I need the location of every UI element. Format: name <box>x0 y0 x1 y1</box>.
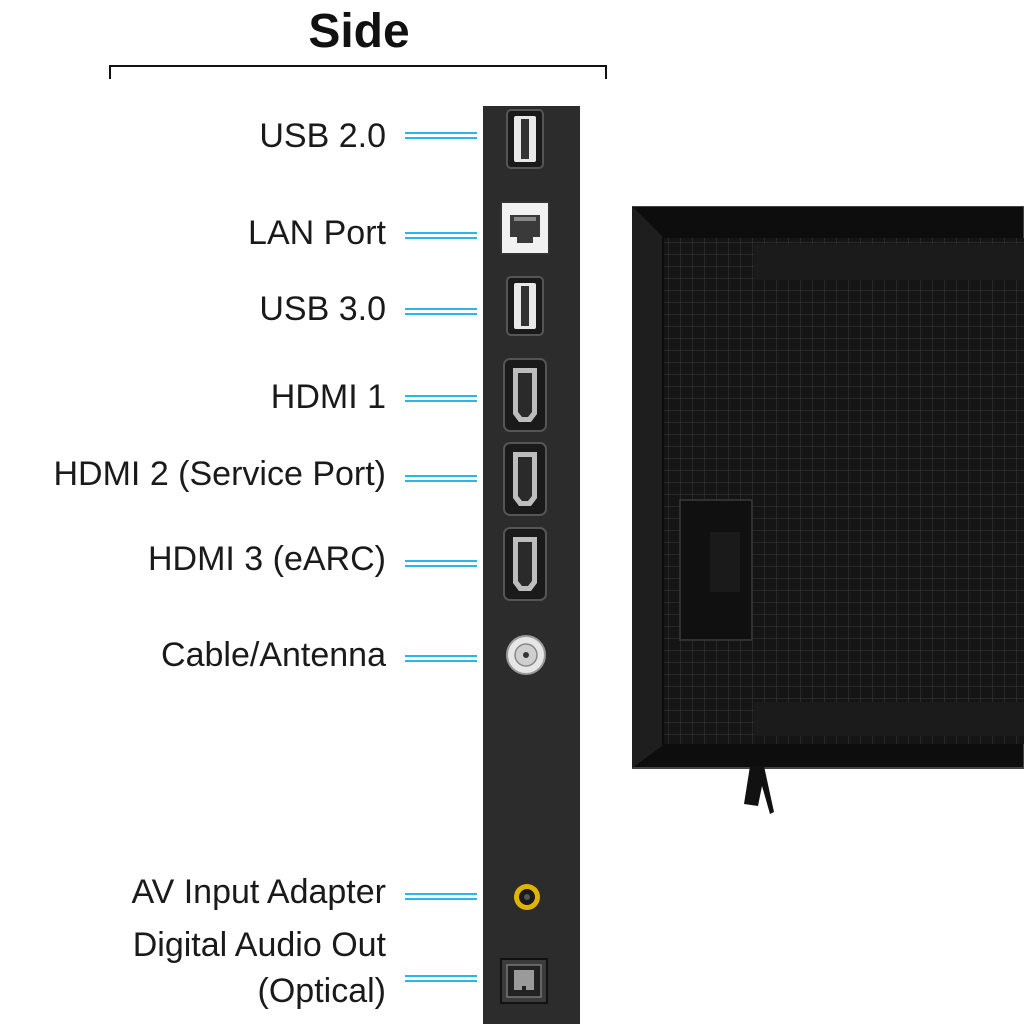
leader-line-optical <box>405 975 477 982</box>
usb-2-port-icon <box>506 109 544 169</box>
leader-line-hdmi1 <box>405 395 477 402</box>
av-jack-icon <box>514 884 540 910</box>
label-lan: LAN Port <box>248 214 386 252</box>
label-hdmi3: HDMI 3 (eARC) <box>147 540 386 578</box>
coaxial-port-icon <box>506 635 546 675</box>
hdmi-1-port-icon <box>503 358 547 432</box>
leader-line-usb3 <box>405 308 477 315</box>
usb-3-port-icon <box>506 276 544 336</box>
leader-line-hdmi3 <box>405 560 477 567</box>
tv-back-illustration <box>632 206 1024 814</box>
label-cable-antenna: Cable/Antenna <box>161 636 386 674</box>
leader-line-lan <box>405 232 477 239</box>
label-hdmi2: HDMI 2 (Service Port) <box>53 455 387 493</box>
hdmi-2-port-icon <box>503 442 547 516</box>
optical-port-icon <box>500 958 548 1004</box>
label-usb3: USB 3.0 <box>259 290 386 328</box>
label-hdmi1: HDMI 1 <box>270 378 386 416</box>
leader-line-antenna <box>405 655 477 662</box>
label-digital-audio-line2: (Optical) <box>257 972 386 1010</box>
leader-line-usb2 <box>405 132 477 139</box>
ethernet-port-icon <box>500 201 550 255</box>
leader-line-av <box>405 893 477 900</box>
leader-line-hdmi2 <box>405 475 477 482</box>
side-bracket <box>109 65 607 79</box>
label-digital-audio-line1: Digital Audio Out <box>132 926 386 964</box>
hdmi-3-port-icon <box>503 527 547 601</box>
side-title: Side <box>308 5 410 58</box>
label-usb2: USB 2.0 <box>259 117 386 155</box>
label-av-input: AV Input Adapter <box>131 873 386 911</box>
